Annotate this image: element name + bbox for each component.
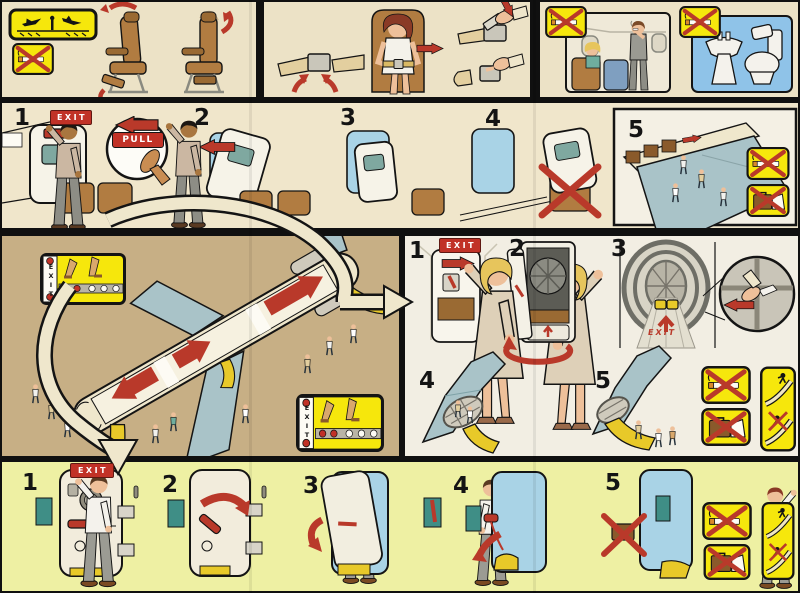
floor-path-lighting-sign: EXIT — [296, 394, 384, 452]
step-number: 2 — [194, 105, 211, 131]
step-number: 4 — [419, 368, 436, 394]
step-number: 2 — [509, 236, 526, 262]
seat-upright-illustration — [98, 2, 234, 97]
no-luggage-icon — [705, 545, 750, 579]
no-smoking-icon — [546, 7, 586, 37]
panel-main-door-steps: 1 2 3 4 5 EXIT — [2, 462, 798, 591]
step-number: 1 — [409, 238, 426, 264]
panel-fasten-seatbelt — [264, 2, 530, 97]
step-number: 3 — [303, 473, 320, 499]
standing-smoker — [628, 20, 649, 91]
jump-onto-slide-icon — [761, 368, 795, 451]
no-smoking-icon — [748, 148, 789, 179]
exit-floor-sign-label: EXIT — [47, 263, 55, 299]
takeoff-landing-sign — [8, 8, 98, 41]
arrow-to-main-door-steps — [97, 439, 139, 477]
step-5-walk-on-wing — [2, 107, 798, 228]
step-number: 5 — [628, 117, 645, 143]
fold-line — [249, 0, 252, 593]
exit-sign: EXIT — [70, 463, 114, 478]
step-number: 1 — [14, 105, 31, 131]
vest — [35, 497, 53, 526]
jump-onto-slide-icon — [763, 503, 794, 579]
red-tie — [430, 499, 437, 523]
evacuation-flow-arrows — [36, 194, 415, 477]
step-3-release-tailcone — [619, 239, 796, 349]
passenger-fastening-belt — [371, 9, 425, 95]
step-4-do-not-block-exit — [166, 121, 602, 228]
buckle-press — [453, 53, 525, 87]
no-smoking-icon — [702, 367, 749, 403]
step-2-rotate-handle — [167, 469, 514, 586]
pull-handle: PULL — [112, 132, 164, 148]
panel-seat-preparation — [2, 2, 256, 97]
step-number: 3 — [611, 236, 628, 262]
panel-no-smoking-areas — [540, 2, 798, 97]
exit-floor-sign-label: EXIT — [303, 404, 311, 440]
no-smoking-icon — [703, 503, 750, 539]
step-number: 4 — [485, 106, 502, 132]
red-x — [538, 163, 602, 219]
cabin-scene — [565, 12, 671, 93]
exit-sign: EXIT — [439, 238, 481, 253]
step-number: 2 — [162, 472, 179, 498]
step-number: 1 — [22, 470, 39, 496]
step-4-pull-inflation-handle — [465, 471, 797, 588]
step-4-tailcone-jettisoned — [421, 351, 507, 454]
step-2-open-door — [464, 241, 576, 423]
arrow-to-tailcone-steps — [383, 284, 415, 320]
step-number: 3 — [340, 105, 357, 131]
fold-line — [533, 0, 536, 593]
step-5-slide-down — [591, 345, 676, 451]
step-number: 4 — [453, 473, 470, 499]
step-3-carry-hatch — [46, 123, 445, 228]
panel-tailcone-exit-steps: 1 2 3 4 5 EXIT EXIT — [405, 236, 798, 456]
step-number: 5 — [595, 368, 612, 394]
no-smoking-icon — [13, 44, 53, 74]
step-5-jump-no-luggage — [601, 469, 693, 579]
panel-overwing-exit-steps: 1 2 3 4 5 EXIT PULL — [2, 103, 798, 228]
exit-sign: EXIT — [50, 110, 92, 125]
step-3-lift-door-inward — [75, 470, 442, 587]
step-number: 5 — [605, 470, 622, 496]
buckle-release-lift — [457, 2, 529, 45]
no-luggage-icon — [748, 185, 789, 216]
exit-floor-marking: EXIT — [647, 328, 677, 337]
red-x — [601, 513, 647, 557]
no-smoking-icon — [680, 7, 720, 37]
seatbelt-buckle-join — [277, 53, 365, 93]
no-luggage-icon — [702, 409, 749, 445]
